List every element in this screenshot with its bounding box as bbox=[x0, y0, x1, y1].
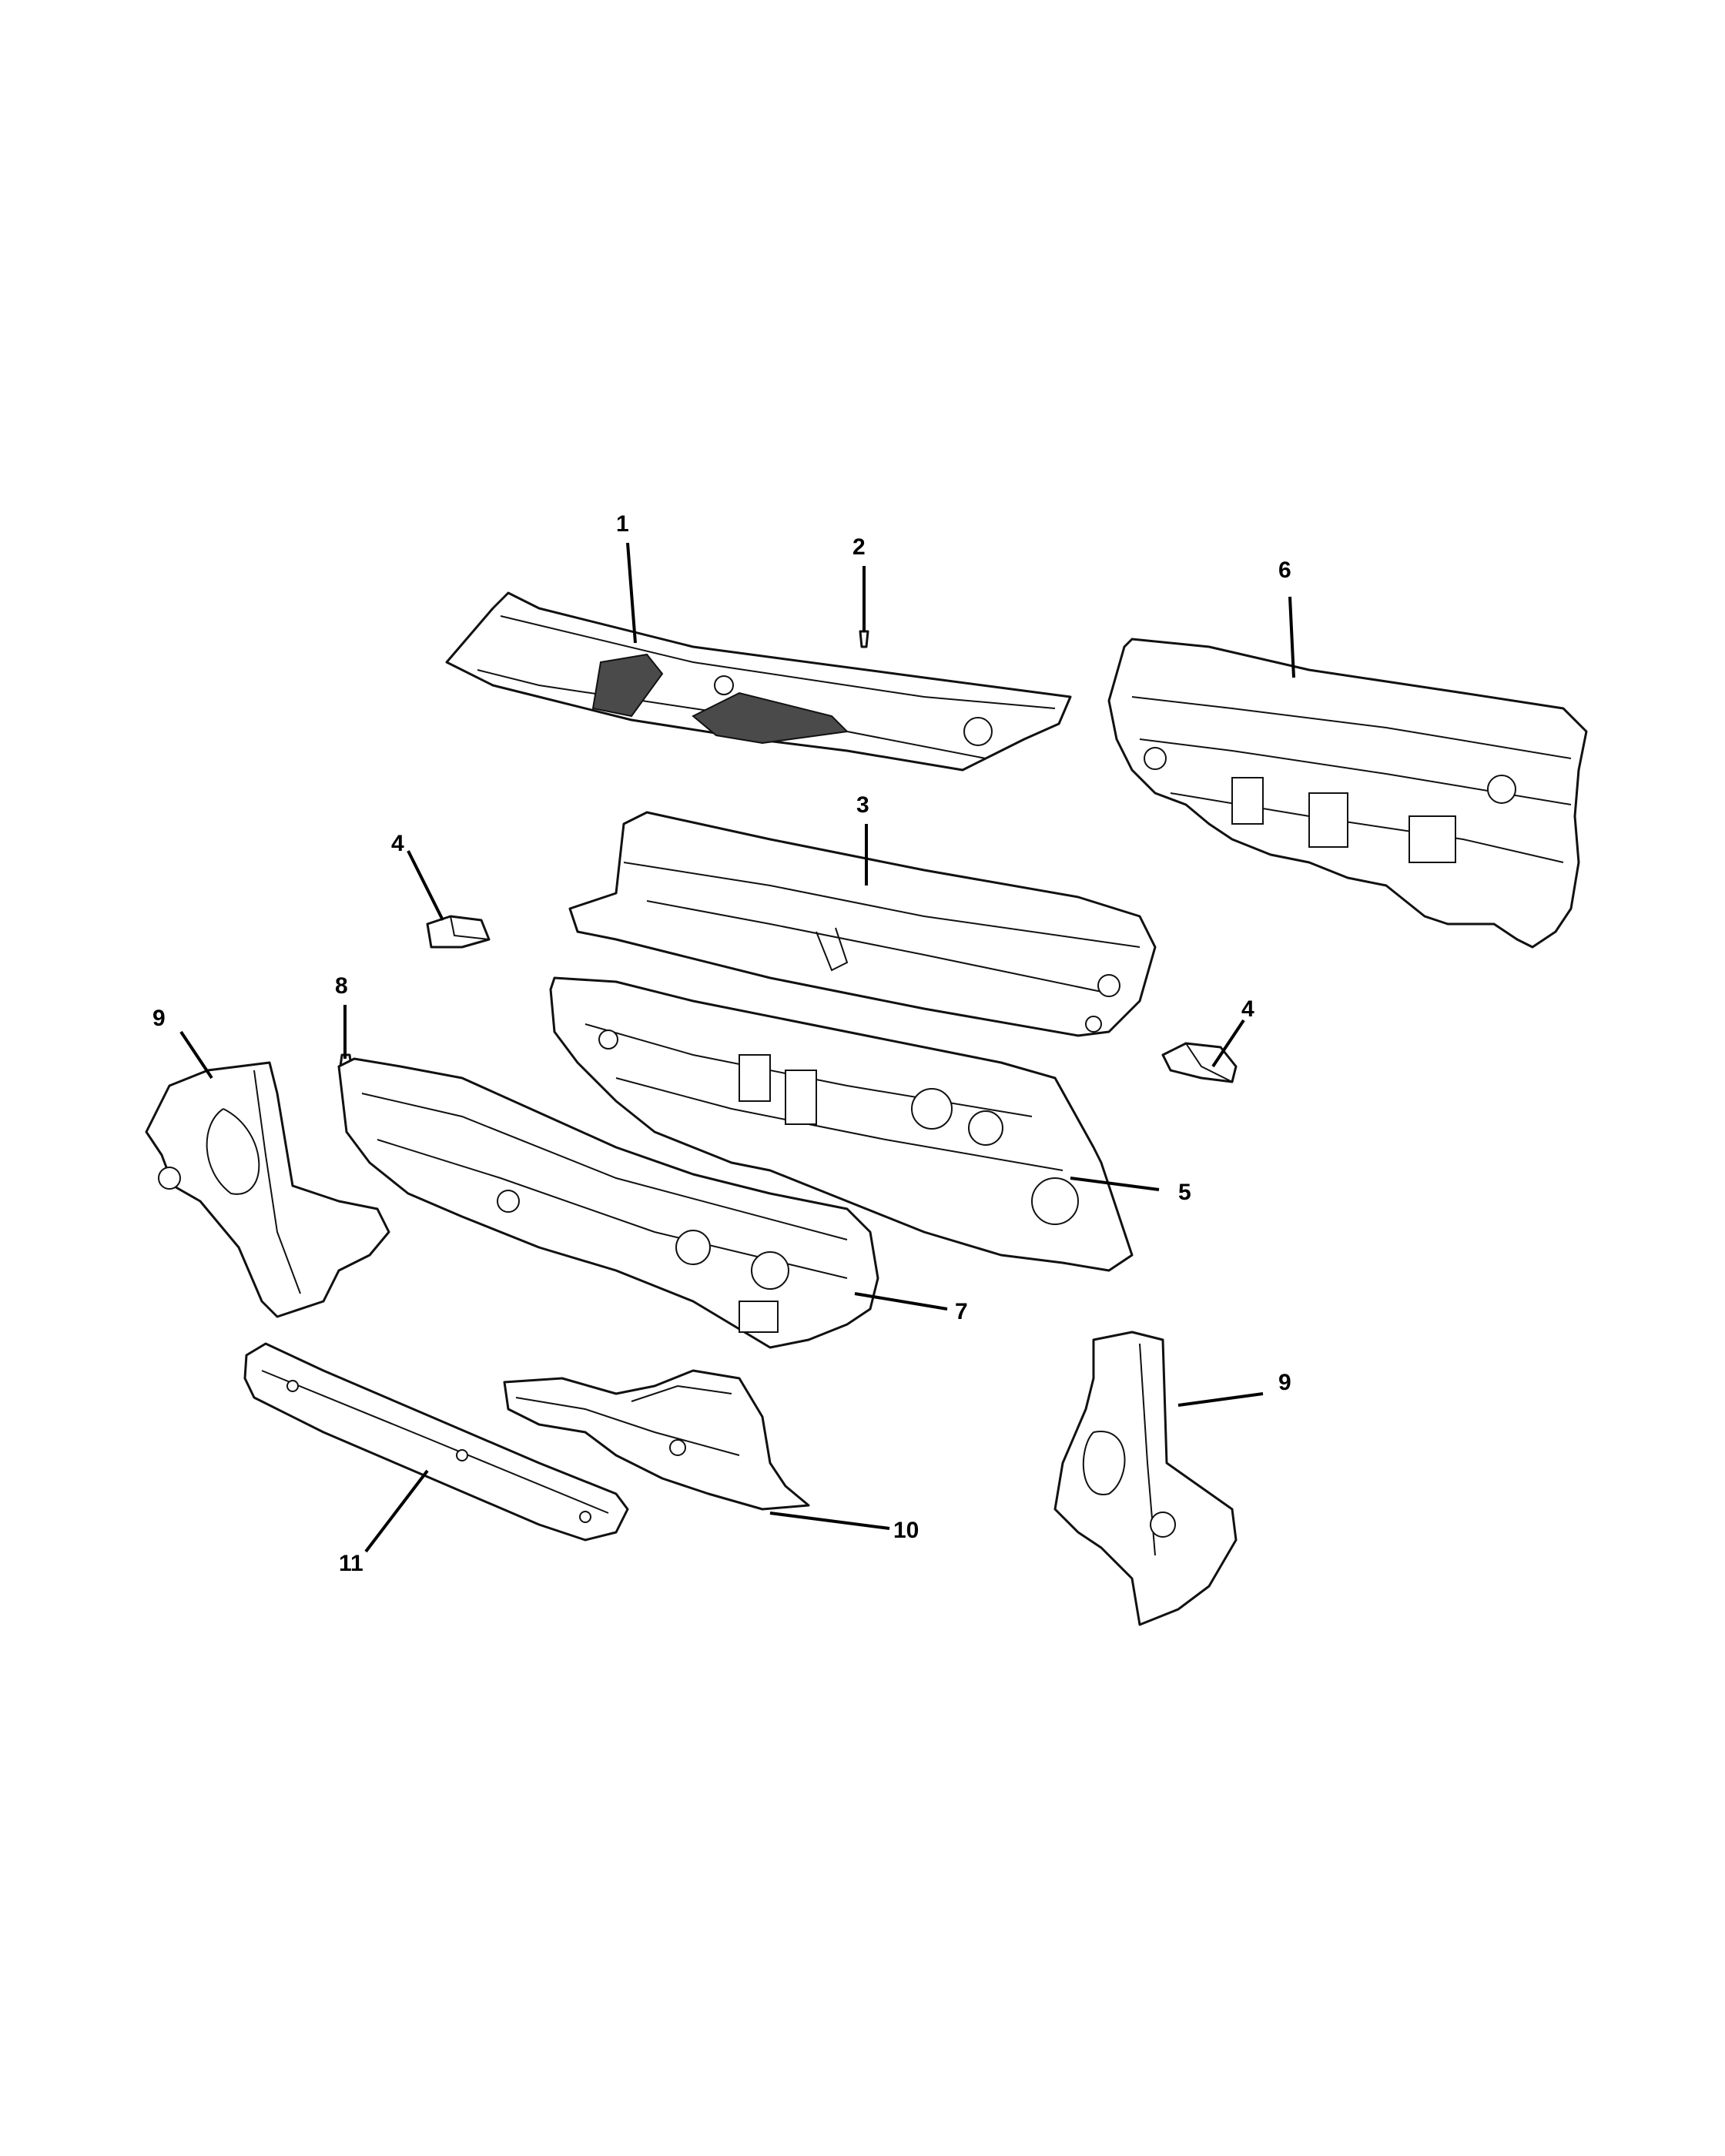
callout-labels: 1 2 3 4 4 5 6 7 8 9 9 10 11 bbox=[152, 511, 1291, 1576]
callout-7: 7 bbox=[955, 1299, 968, 1324]
callout-4-right: 4 bbox=[1241, 996, 1254, 1022]
callout-9-right: 9 bbox=[1278, 1370, 1291, 1395]
callout-4-left: 4 bbox=[391, 831, 404, 856]
callout-5: 5 bbox=[1178, 1180, 1191, 1205]
part-4-right-block bbox=[1161, 1042, 1238, 1083]
leader-9a bbox=[179, 1030, 213, 1080]
callout-8: 8 bbox=[335, 973, 348, 999]
callout-9-left: 9 bbox=[152, 1006, 166, 1031]
part-5-dash-panel bbox=[549, 976, 1134, 1272]
leader-4a bbox=[407, 850, 444, 921]
callout-6: 6 bbox=[1278, 557, 1291, 583]
leader-5 bbox=[1070, 1177, 1160, 1191]
part-11-crossmember bbox=[243, 1342, 629, 1542]
callout-3: 3 bbox=[856, 792, 869, 818]
callout-10: 10 bbox=[893, 1518, 919, 1543]
leader-1 bbox=[626, 542, 637, 644]
callout-1: 1 bbox=[616, 511, 629, 537]
leader-6 bbox=[1288, 596, 1295, 678]
leader-lines bbox=[179, 542, 1295, 1553]
part-1-cowl-grille bbox=[445, 591, 1072, 772]
leader-9b bbox=[1177, 1392, 1264, 1407]
part-9-right-pillar bbox=[1053, 1331, 1238, 1626]
callout-2: 2 bbox=[852, 534, 866, 560]
part-7-dash-silencer bbox=[337, 1057, 879, 1349]
part-4-left-block bbox=[426, 915, 491, 949]
part-9-left-pillar bbox=[145, 1061, 390, 1318]
leader-10 bbox=[769, 1512, 890, 1530]
part-6-dash-silencer bbox=[1107, 638, 1588, 949]
part-3-cowl-panel bbox=[568, 811, 1157, 1037]
leader-7 bbox=[854, 1292, 948, 1311]
callout-11: 11 bbox=[339, 1551, 363, 1576]
part-2-clip bbox=[859, 630, 869, 648]
part-10-bracket bbox=[503, 1369, 810, 1511]
leader-4b bbox=[1211, 1019, 1245, 1068]
leader-11 bbox=[364, 1469, 429, 1553]
